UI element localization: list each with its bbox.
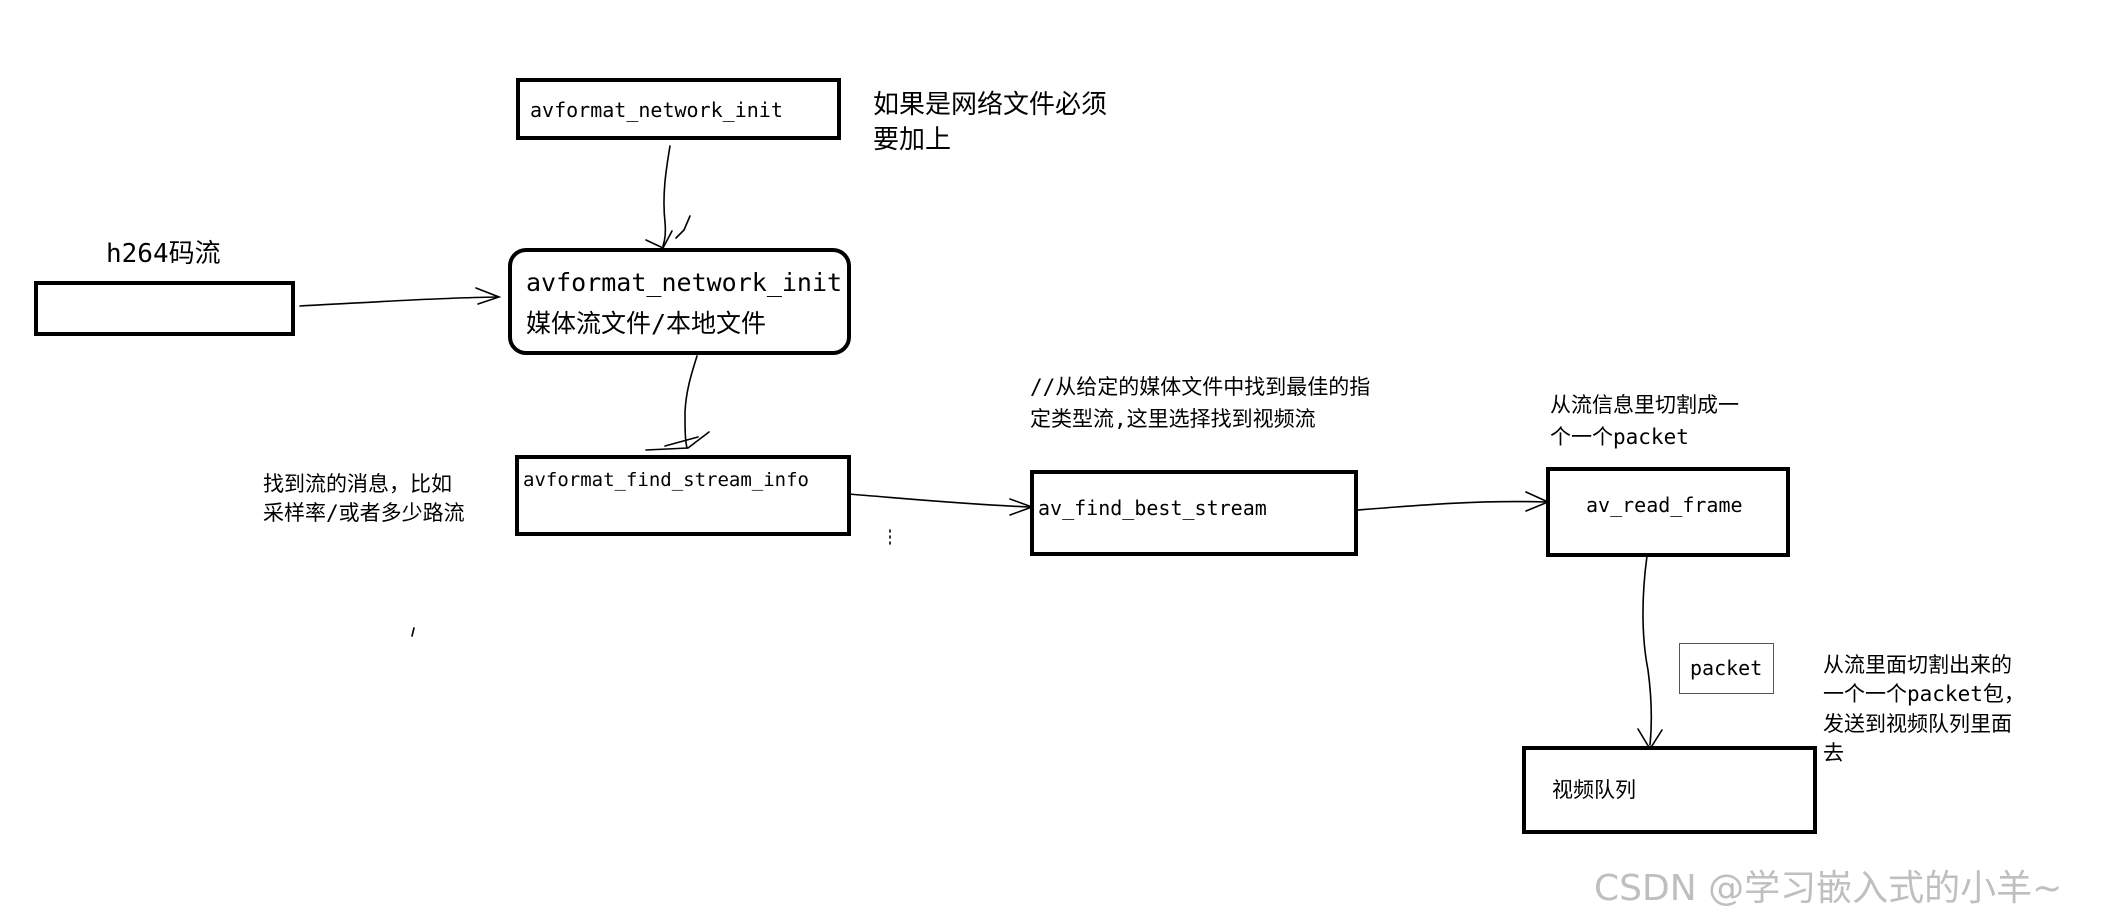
node-find-stream-info-label: avformat_find_stream_info bbox=[523, 469, 809, 491]
annotation-network-note: 如果是网络文件必须 要加上 bbox=[873, 90, 1108, 156]
node-open-input-line1: avformat_network_init bbox=[526, 268, 843, 297]
edge-find-stream-info-to-find-best-stream bbox=[847, 493, 1035, 516]
edge-open-input-to-find-stream-info bbox=[645, 355, 710, 451]
node-network-init-top: avformat_network_init bbox=[516, 78, 841, 140]
edge-network-init-to-open-input bbox=[645, 145, 691, 250]
annotation-read-frame-note: 从流信息里切割成一 个一个packet bbox=[1550, 393, 1739, 449]
annotation-best-stream-note: //从给定的媒体文件中找到最佳的指 定类型流,这里选择找到视频流 bbox=[1030, 375, 1371, 431]
node-video-queue-label: 视频队列 bbox=[1552, 778, 1636, 802]
node-find-best-stream-label: av_find_best_stream bbox=[1038, 496, 1267, 520]
node-open-input-line2: 媒体流文件/本地文件 bbox=[526, 309, 767, 338]
node-find-stream-info: avformat_find_stream_info bbox=[515, 455, 851, 536]
node-read-frame: av_read_frame bbox=[1546, 467, 1790, 557]
edge-read-frame-to-video-queue bbox=[1637, 555, 1663, 751]
node-network-init-top-label: avformat_network_init bbox=[530, 98, 783, 122]
annotation-stream-info-note: 找到流的消息，比如 采样率/或者多少路流 bbox=[263, 472, 465, 526]
node-find-best-stream: av_find_best_stream bbox=[1030, 470, 1358, 556]
watermark: CSDN @学习嵌入式的小羊~ bbox=[1594, 868, 2063, 909]
node-open-input: avformat_network_init 媒体流文件/本地文件 bbox=[508, 248, 851, 355]
annotation-packet-note: 从流里面切割出来的 一个一个packet包， 发送到视频队列里面 去 bbox=[1823, 653, 2025, 766]
stray-marks bbox=[411, 529, 891, 637]
edge-find-best-stream-to-read-frame bbox=[1357, 491, 1551, 512]
edge-h264-to-open-input bbox=[299, 287, 502, 307]
node-packet-label: packet bbox=[1690, 656, 1763, 680]
node-read-frame-label: av_read_frame bbox=[1586, 493, 1743, 517]
node-h264-input bbox=[34, 281, 295, 336]
annotation-h264-label: h264码流 bbox=[106, 239, 221, 269]
node-packet: packet bbox=[1679, 643, 1774, 694]
node-video-queue: 视频队列 bbox=[1522, 746, 1817, 834]
